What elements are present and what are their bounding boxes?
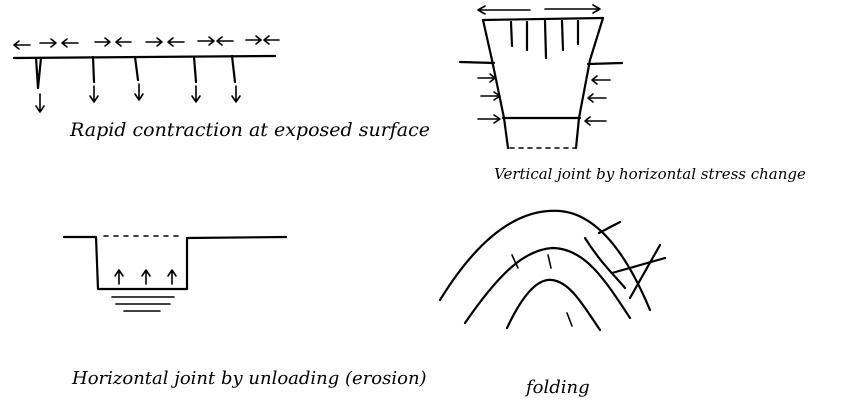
fold-layer-inner [507,280,600,330]
eroded-surface [64,237,286,289]
upward-arrows [115,270,176,284]
vertical-joint-1 [511,22,512,46]
right-inward-arrows [585,76,610,125]
caption-rapid-contraction: Rapid contraction at exposed surface [69,119,430,141]
fold-fracture-cross-2 [630,245,660,298]
column-right-wall [576,18,603,148]
vertical-joint-4 [562,21,563,50]
fold-fracture-tick-3 [567,313,572,326]
surface-crack-4 [194,57,196,82]
folding-diagram: folding [440,211,665,398]
fold-fracture-cross-1 [612,258,665,273]
contraction-diagram: Rapid contraction at exposed surface [14,36,430,141]
fold-layer-middle [465,248,630,323]
surface-crack-2 [93,57,94,82]
fold-fracture-tick-2 [548,255,551,268]
top-left-arrow [478,6,530,14]
ground-right [588,63,622,64]
column-left-wall [483,20,508,148]
surface-crack-1 [36,58,41,88]
fold-layer-outer [440,211,650,310]
top-right-arrow [545,5,600,13]
caption-vertical-joint: Vertical joint by horizontal stress chan… [494,165,806,183]
caption-folding: folding [524,377,590,398]
downward-arrows [36,84,240,112]
column-top-surface [483,18,603,20]
horizontal-joint-diagram: Horizontal joint by unloading (erosion) [64,236,427,389]
vertical-joint-diagram: Vertical joint by horizontal stress chan… [460,5,806,183]
contraction-arrows [14,36,279,49]
ground-left [460,62,494,63]
surface-crack-5 [232,56,235,82]
exposed-surface-line [14,56,275,58]
caption-horizontal-joint: Horizontal joint by unloading (erosion) [71,368,427,389]
surface-crack-3 [135,57,138,80]
vertical-joint-3 [545,21,546,58]
fold-fracture-long [599,222,620,233]
